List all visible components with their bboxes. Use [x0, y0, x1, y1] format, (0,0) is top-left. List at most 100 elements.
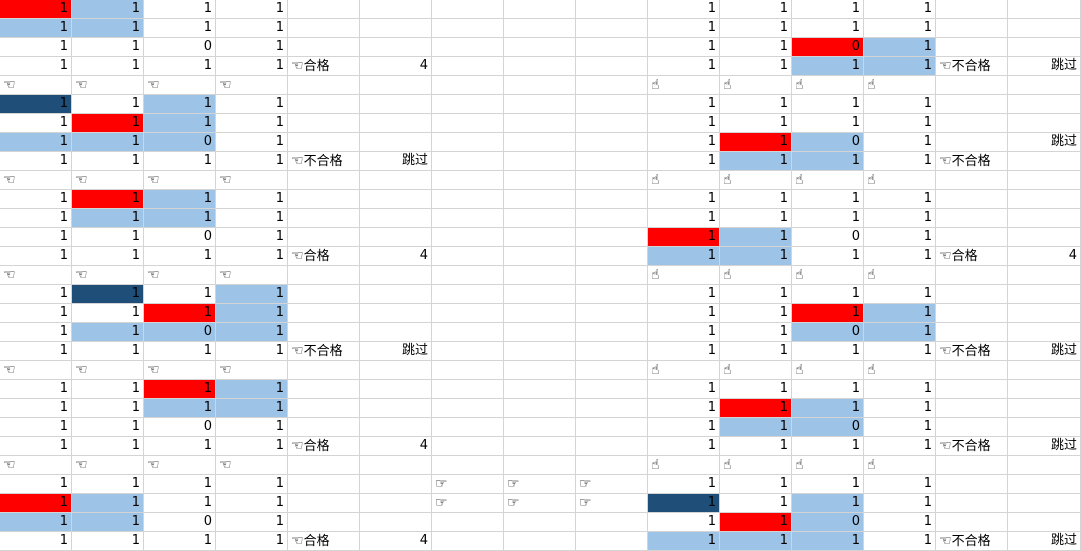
result-cell[interactable]: ☜不合格 — [288, 152, 360, 171]
value-cell[interactable]: 1 — [864, 475, 936, 494]
value-cell[interactable]: 1 — [216, 513, 288, 532]
value-cell[interactable]: 1 — [792, 342, 864, 361]
value-cell[interactable]: 1 — [864, 38, 936, 57]
empty-cell[interactable] — [504, 19, 576, 38]
value-cell[interactable]: 1 — [720, 19, 792, 38]
value-cell[interactable]: 1 — [144, 494, 216, 513]
value-cell[interactable]: 1 — [792, 532, 864, 551]
value-cell[interactable]: 1 — [72, 95, 144, 114]
pointer-cell[interactable]: ☜ — [0, 456, 72, 475]
value-cell[interactable]: 4 — [360, 437, 432, 456]
empty-cell[interactable] — [432, 380, 504, 399]
empty-cell[interactable] — [432, 190, 504, 209]
value-cell[interactable]: 1 — [792, 19, 864, 38]
value-cell[interactable]: 1 — [792, 475, 864, 494]
result-cell[interactable]: ☜不合格 — [936, 152, 1008, 171]
empty-cell[interactable] — [288, 399, 360, 418]
empty-cell[interactable] — [504, 532, 576, 551]
value-cell[interactable]: 4 — [1008, 247, 1081, 266]
empty-cell[interactable] — [360, 133, 432, 152]
empty-cell[interactable] — [288, 285, 360, 304]
value-cell[interactable]: 0 — [144, 323, 216, 342]
value-cell[interactable]: 1 — [216, 190, 288, 209]
empty-cell[interactable] — [360, 266, 432, 285]
empty-cell[interactable] — [576, 513, 648, 532]
value-cell[interactable]: 0 — [144, 418, 216, 437]
result-cell[interactable]: ☜合格 — [936, 247, 1008, 266]
empty-cell[interactable] — [504, 342, 576, 361]
pointer-cell[interactable]: ☝ — [864, 456, 936, 475]
pointer-cell[interactable]: ☜ — [216, 171, 288, 190]
pointer-cell[interactable]: ☞ — [432, 494, 504, 513]
empty-cell[interactable] — [504, 114, 576, 133]
empty-cell[interactable] — [360, 475, 432, 494]
value-cell[interactable]: 1 — [216, 532, 288, 551]
empty-cell[interactable] — [432, 209, 504, 228]
value-cell[interactable]: 1 — [216, 95, 288, 114]
value-cell[interactable]: 1 — [720, 190, 792, 209]
value-cell[interactable]: 1 — [72, 0, 144, 19]
empty-cell[interactable] — [936, 209, 1008, 228]
value-cell[interactable]: 1 — [0, 285, 72, 304]
value-cell[interactable]: 1 — [0, 437, 72, 456]
result-cell[interactable]: ☜不合格 — [936, 437, 1008, 456]
value-cell[interactable]: 1 — [864, 532, 936, 551]
pointer-cell[interactable]: ☝ — [648, 361, 720, 380]
value-cell[interactable]: 1 — [864, 114, 936, 133]
value-cell[interactable]: 1 — [648, 399, 720, 418]
value-cell[interactable]: 1 — [648, 513, 720, 532]
pointer-cell[interactable]: ☜ — [0, 171, 72, 190]
empty-cell[interactable] — [936, 171, 1008, 190]
pointer-cell[interactable]: ☝ — [720, 76, 792, 95]
value-cell[interactable]: 1 — [144, 380, 216, 399]
empty-cell[interactable] — [360, 0, 432, 19]
value-cell[interactable]: 1 — [864, 95, 936, 114]
empty-cell[interactable] — [432, 133, 504, 152]
result-cell[interactable]: ☜合格 — [288, 532, 360, 551]
value-cell[interactable]: 1 — [144, 190, 216, 209]
value-cell[interactable]: 1 — [72, 475, 144, 494]
value-cell[interactable]: 1 — [648, 190, 720, 209]
skip-cell[interactable]: 跳过 — [1008, 57, 1081, 76]
value-cell[interactable]: 1 — [864, 399, 936, 418]
value-cell[interactable]: 1 — [792, 247, 864, 266]
value-cell[interactable]: 1 — [792, 494, 864, 513]
value-cell[interactable]: 1 — [720, 247, 792, 266]
pointer-cell[interactable]: ☜ — [72, 171, 144, 190]
value-cell[interactable]: 1 — [720, 133, 792, 152]
result-cell[interactable]: ☜不合格 — [936, 342, 1008, 361]
empty-cell[interactable] — [360, 95, 432, 114]
pointer-cell[interactable]: ☞ — [432, 475, 504, 494]
empty-cell[interactable] — [360, 228, 432, 247]
value-cell[interactable]: 1 — [0, 399, 72, 418]
result-cell[interactable]: ☜合格 — [288, 437, 360, 456]
value-cell[interactable]: 0 — [792, 513, 864, 532]
value-cell[interactable]: 1 — [216, 494, 288, 513]
value-cell[interactable]: 1 — [216, 475, 288, 494]
empty-cell[interactable] — [1008, 114, 1081, 133]
empty-cell[interactable] — [360, 513, 432, 532]
pointer-cell[interactable]: ☝ — [792, 266, 864, 285]
value-cell[interactable]: 1 — [0, 228, 72, 247]
value-cell[interactable]: 1 — [144, 95, 216, 114]
empty-cell[interactable] — [576, 133, 648, 152]
empty-cell[interactable] — [576, 437, 648, 456]
pointer-cell[interactable]: ☝ — [864, 76, 936, 95]
value-cell[interactable]: 1 — [864, 304, 936, 323]
pointer-cell[interactable]: ☞ — [576, 494, 648, 513]
value-cell[interactable]: 1 — [144, 342, 216, 361]
empty-cell[interactable] — [576, 114, 648, 133]
empty-cell[interactable] — [360, 76, 432, 95]
value-cell[interactable]: 1 — [216, 228, 288, 247]
value-cell[interactable]: 1 — [648, 19, 720, 38]
empty-cell[interactable] — [1008, 380, 1081, 399]
value-cell[interactable]: 1 — [0, 114, 72, 133]
empty-cell[interactable] — [1008, 19, 1081, 38]
empty-cell[interactable] — [1008, 361, 1081, 380]
value-cell[interactable]: 1 — [864, 0, 936, 19]
empty-cell[interactable] — [1008, 95, 1081, 114]
result-cell[interactable]: ☜不合格 — [936, 532, 1008, 551]
pointer-cell[interactable]: ☝ — [864, 361, 936, 380]
value-cell[interactable]: 1 — [792, 304, 864, 323]
value-cell[interactable]: 1 — [216, 114, 288, 133]
